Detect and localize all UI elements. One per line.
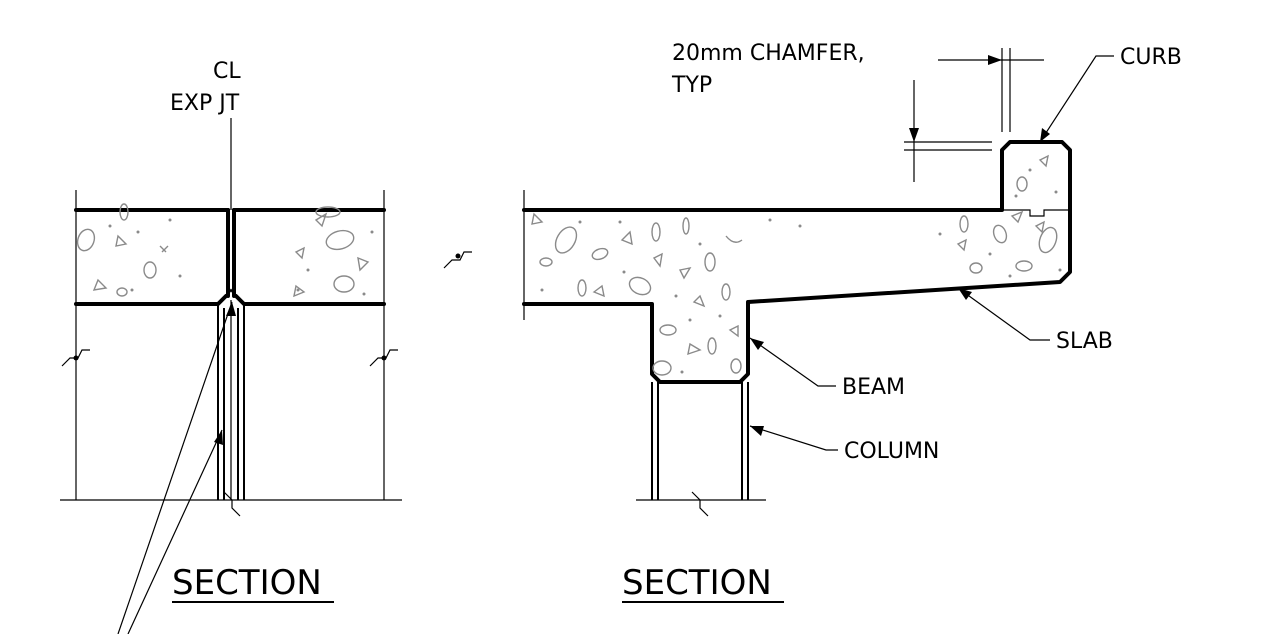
column-break-symbol: [691, 491, 709, 517]
leader-arrow-upper: [226, 302, 236, 316]
leader-arrow-lower: [214, 430, 223, 445]
joint-leader-lower: [127, 429, 223, 634]
right-section: 20mm CHAMFER, TYP CURB SLAB BEAM COLUMN …: [522, 41, 1182, 603]
middle-break-symbol: [443, 251, 472, 269]
column-leader-arrow: [750, 426, 764, 436]
slab-leader-arrow: [958, 288, 972, 300]
expansion-joint-gap: [226, 208, 236, 298]
curb-joint: [1002, 209, 1070, 217]
right-break-dot: [381, 355, 387, 361]
chamfer-dim-arrow-h: [988, 55, 1002, 65]
column: [651, 382, 749, 500]
column-label: COLUMN: [844, 439, 939, 464]
beam-label: BEAM: [842, 375, 905, 400]
curb-label: CURB: [1120, 45, 1182, 70]
column-leader: [749, 425, 838, 451]
left-section: CL EXP JT SECTION: [60, 59, 402, 634]
curb-leader: [1039, 55, 1114, 143]
slab-leader: [957, 287, 1050, 341]
chamfer-dim-arrow-v: [909, 128, 919, 142]
left-break-dot: [73, 355, 79, 361]
right-section-title: SECTION: [622, 563, 772, 603]
curb-leader-arrow: [1040, 128, 1050, 142]
right-aggregate-hatch: [531, 154, 1062, 376]
cl-label: CL: [213, 59, 241, 84]
bottom-break-symbol: [223, 491, 241, 517]
slab-label: SLAB: [1056, 329, 1113, 354]
chamfer-typ-label: TYP: [671, 73, 712, 98]
left-aggregate-hatch: [76, 203, 374, 298]
beam-leader-arrow: [750, 338, 764, 350]
chamfer-label: 20mm CHAMFER,: [672, 41, 865, 66]
exp-jt-label: EXP JT: [170, 91, 240, 116]
slab-beam-curb-outline: [522, 140, 1072, 384]
joint-wall: [217, 304, 245, 500]
left-section-title: SECTION: [172, 563, 322, 603]
joint-seal: [225, 288, 237, 297]
beam-leader: [749, 337, 836, 387]
right-slab-edge: [232, 208, 386, 306]
middle-break-dot: [455, 253, 461, 259]
joint-leader-upper: [117, 301, 233, 634]
